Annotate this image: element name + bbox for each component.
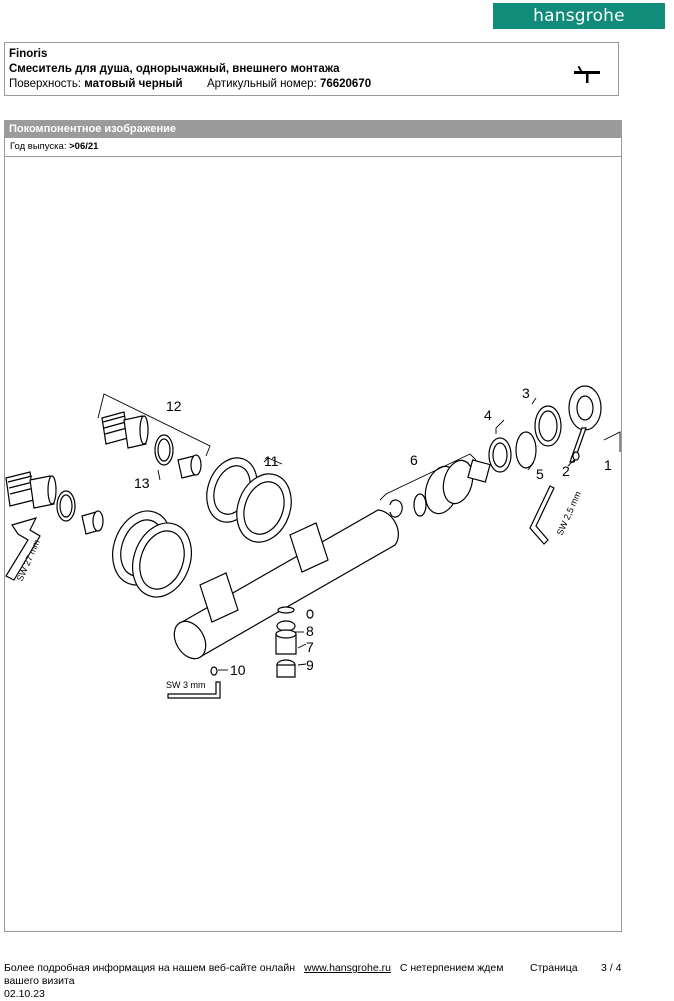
grub-screw xyxy=(572,451,580,461)
footer-date: 02.10.23 xyxy=(4,988,45,1000)
footer-message-line2: вашего визита xyxy=(4,975,75,987)
release-year: Год выпуска: >06/21 xyxy=(4,138,622,156)
rosette-upper xyxy=(206,457,292,543)
product-thumbnail-icon xyxy=(574,65,600,83)
connector-right xyxy=(101,411,202,479)
exploded-view-frame xyxy=(4,156,622,932)
footer-info-text: Более подробная информация на нашем веб-… xyxy=(4,962,296,974)
handle xyxy=(568,385,602,463)
product-name: Finoris xyxy=(9,48,48,60)
article-label: Артикульный номер: xyxy=(206,78,317,90)
cartridge xyxy=(389,459,491,518)
product-header: Finoris Смеситель для душа, однорычажный… xyxy=(4,42,619,96)
callout-7: 7 xyxy=(306,639,314,655)
product-description: Смеситель для душа, однорычажный, внешне… xyxy=(9,63,340,75)
hansgrohe-logo: hansgrohe xyxy=(493,3,665,29)
o-ring xyxy=(515,431,537,469)
year-value: >06/21 xyxy=(69,141,99,152)
year-label: Год выпуска: xyxy=(10,141,67,152)
rosette-lower xyxy=(112,510,192,598)
surface-label: Поверхность: xyxy=(9,78,82,90)
sleeve xyxy=(534,405,562,447)
connector-left xyxy=(5,471,104,535)
callout-2: 2 xyxy=(562,463,570,479)
callout-6: 6 xyxy=(410,452,418,468)
callout-4: 4 xyxy=(484,407,492,423)
hex-key-2-5mm-icon xyxy=(529,485,555,545)
hex-key-3mm-label: SW 3 mm xyxy=(166,680,206,690)
small-screw xyxy=(210,666,218,676)
callout-9: 9 xyxy=(306,657,314,673)
callout-8: 8 xyxy=(306,623,314,639)
callout-3: 3 xyxy=(522,385,530,401)
section-title: Покомпонентное изображение xyxy=(4,120,622,138)
aerator-parts xyxy=(275,606,314,678)
callout-11: 11 xyxy=(264,453,279,469)
footer-page-number: 3 / 4 xyxy=(601,962,622,974)
footer-website-link[interactable]: www.hansgrohe.ru xyxy=(303,962,391,974)
footer-page-label: Страница xyxy=(530,962,578,974)
callout-12: 12 xyxy=(166,398,182,414)
page-footer: Более подробная информация на нашем веб-… xyxy=(4,962,664,1001)
retaining-nut xyxy=(488,437,512,473)
callout-1: 1 xyxy=(604,457,612,473)
surface-value: матовый черный xyxy=(84,78,183,90)
wrench-27mm-label: SW 27 mm xyxy=(15,538,42,583)
hex-key-3mm-icon xyxy=(167,681,221,699)
hex-key-2-5mm-label: SW 2,5 mm xyxy=(555,490,583,537)
product-details: Поверхность: матовый черный Артикульный … xyxy=(9,78,371,90)
callout-10: 10 xyxy=(230,662,246,678)
callout-13: 13 xyxy=(134,475,150,491)
article-value: 76620670 xyxy=(319,78,372,90)
mixer-body xyxy=(173,509,399,660)
footer-message-line1: С нетерпением ждем xyxy=(399,962,504,974)
wrench-27mm-icon xyxy=(5,517,41,581)
callout-5: 5 xyxy=(536,466,544,482)
